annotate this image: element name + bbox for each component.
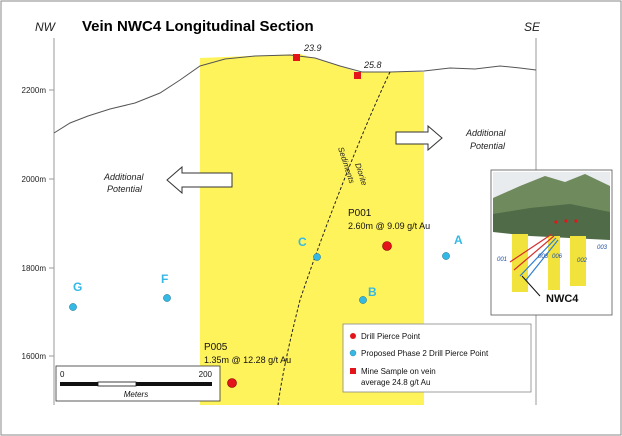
mine-sample-marker bbox=[354, 72, 361, 79]
scale-max-label: 200 bbox=[199, 370, 213, 379]
potential-right-line1: Additional bbox=[465, 128, 507, 138]
legend-mine-label: Mine Sample on vein bbox=[361, 367, 436, 376]
direction-nw: NW bbox=[35, 20, 57, 34]
inset-collar bbox=[564, 219, 568, 223]
elevation-label: 2200m bbox=[22, 86, 47, 95]
proposed-label: B bbox=[368, 285, 377, 299]
proposed-label: G bbox=[73, 280, 82, 294]
target-zone bbox=[200, 54, 424, 405]
legend-box bbox=[342, 323, 532, 393]
inset-vein bbox=[570, 236, 586, 286]
inset-drill-trace bbox=[513, 235, 555, 271]
proposed-point-f bbox=[163, 294, 171, 302]
inset-label: NWC4 bbox=[546, 293, 579, 305]
inset-vein-label: 001 bbox=[497, 257, 507, 263]
drill-hole-result: 2.60m @ 9.09 g/t Au bbox=[348, 221, 430, 231]
proposed-point-c bbox=[313, 253, 321, 261]
proposed-point-b bbox=[359, 296, 367, 304]
scale-bar: 0 200 Meters bbox=[55, 365, 221, 402]
potential-left-line2: Potential bbox=[107, 184, 143, 194]
inset-vein-label: 003 bbox=[538, 254, 549, 260]
topography-line bbox=[53, 54, 537, 134]
proposed-label: C bbox=[298, 235, 307, 249]
scale-segment bbox=[60, 382, 98, 386]
right-arrow-icon bbox=[395, 124, 443, 152]
potential-left-line1: Additional bbox=[103, 172, 145, 182]
drill-hole-name: P005 bbox=[204, 342, 228, 353]
inset-vein bbox=[512, 234, 528, 292]
legend-proposed-marker bbox=[349, 349, 357, 357]
inset-vein-label: 006 bbox=[552, 254, 563, 260]
scale-unit-label: Meters bbox=[124, 390, 148, 399]
mine-sample-marker bbox=[293, 54, 300, 61]
sample-value: 25.8 bbox=[363, 60, 382, 70]
elevation-label: 1600m bbox=[22, 352, 47, 361]
proposed-point-g bbox=[69, 303, 77, 311]
drill-pierce-point-p001 bbox=[382, 241, 392, 251]
inset-vein-label: 002 bbox=[577, 258, 588, 264]
direction-se: SE bbox=[524, 20, 541, 34]
legend-drill-marker bbox=[350, 333, 356, 339]
elevation-label: 1800m bbox=[22, 264, 47, 273]
proposed-label: F bbox=[161, 272, 168, 286]
inset-terrain-shadow bbox=[493, 204, 610, 240]
proposed-point-a bbox=[442, 252, 450, 260]
inset-vein-label: 003 bbox=[597, 245, 608, 251]
inset-drill-trace bbox=[525, 239, 559, 281]
legend-mine-label-2: average 24.8 g/t Au bbox=[361, 378, 430, 387]
scale-segment bbox=[136, 382, 212, 386]
inset-3d-view: 001 003 006 002 003 NWC4 bbox=[490, 169, 613, 316]
scale-segment bbox=[97, 381, 137, 387]
drill-hole-name: P001 bbox=[348, 208, 372, 219]
inset-drill-trace bbox=[509, 233, 553, 263]
inset-collar bbox=[554, 220, 558, 224]
sample-value: 23.9 bbox=[303, 43, 322, 53]
drill-pierce-point-p005 bbox=[227, 378, 237, 388]
legend-proposed-label: Proposed Phase 2 Drill Pierce Point bbox=[361, 349, 489, 358]
legend-mine-marker bbox=[350, 368, 356, 374]
inset-drill-trace bbox=[519, 237, 557, 277]
inset-pointer bbox=[521, 275, 541, 297]
elevation-label: 2000m bbox=[22, 175, 47, 184]
legend-drill-label: Drill Pierce Point bbox=[361, 332, 421, 341]
legend: Drill Pierce Point Proposed Phase 2 Dril… bbox=[342, 323, 532, 393]
scale-min-label: 0 bbox=[60, 370, 65, 379]
potential-right-line2: Potential bbox=[470, 141, 506, 151]
proposed-label: A bbox=[454, 233, 463, 247]
inset-collar bbox=[574, 219, 578, 223]
contact-line bbox=[277, 71, 391, 406]
diagram-title: Vein NWC4 Longitudinal Section bbox=[82, 18, 314, 35]
drill-hole-result: 1.35m @ 12.28 g/t Au bbox=[204, 355, 291, 365]
left-arrow-icon bbox=[166, 165, 233, 195]
